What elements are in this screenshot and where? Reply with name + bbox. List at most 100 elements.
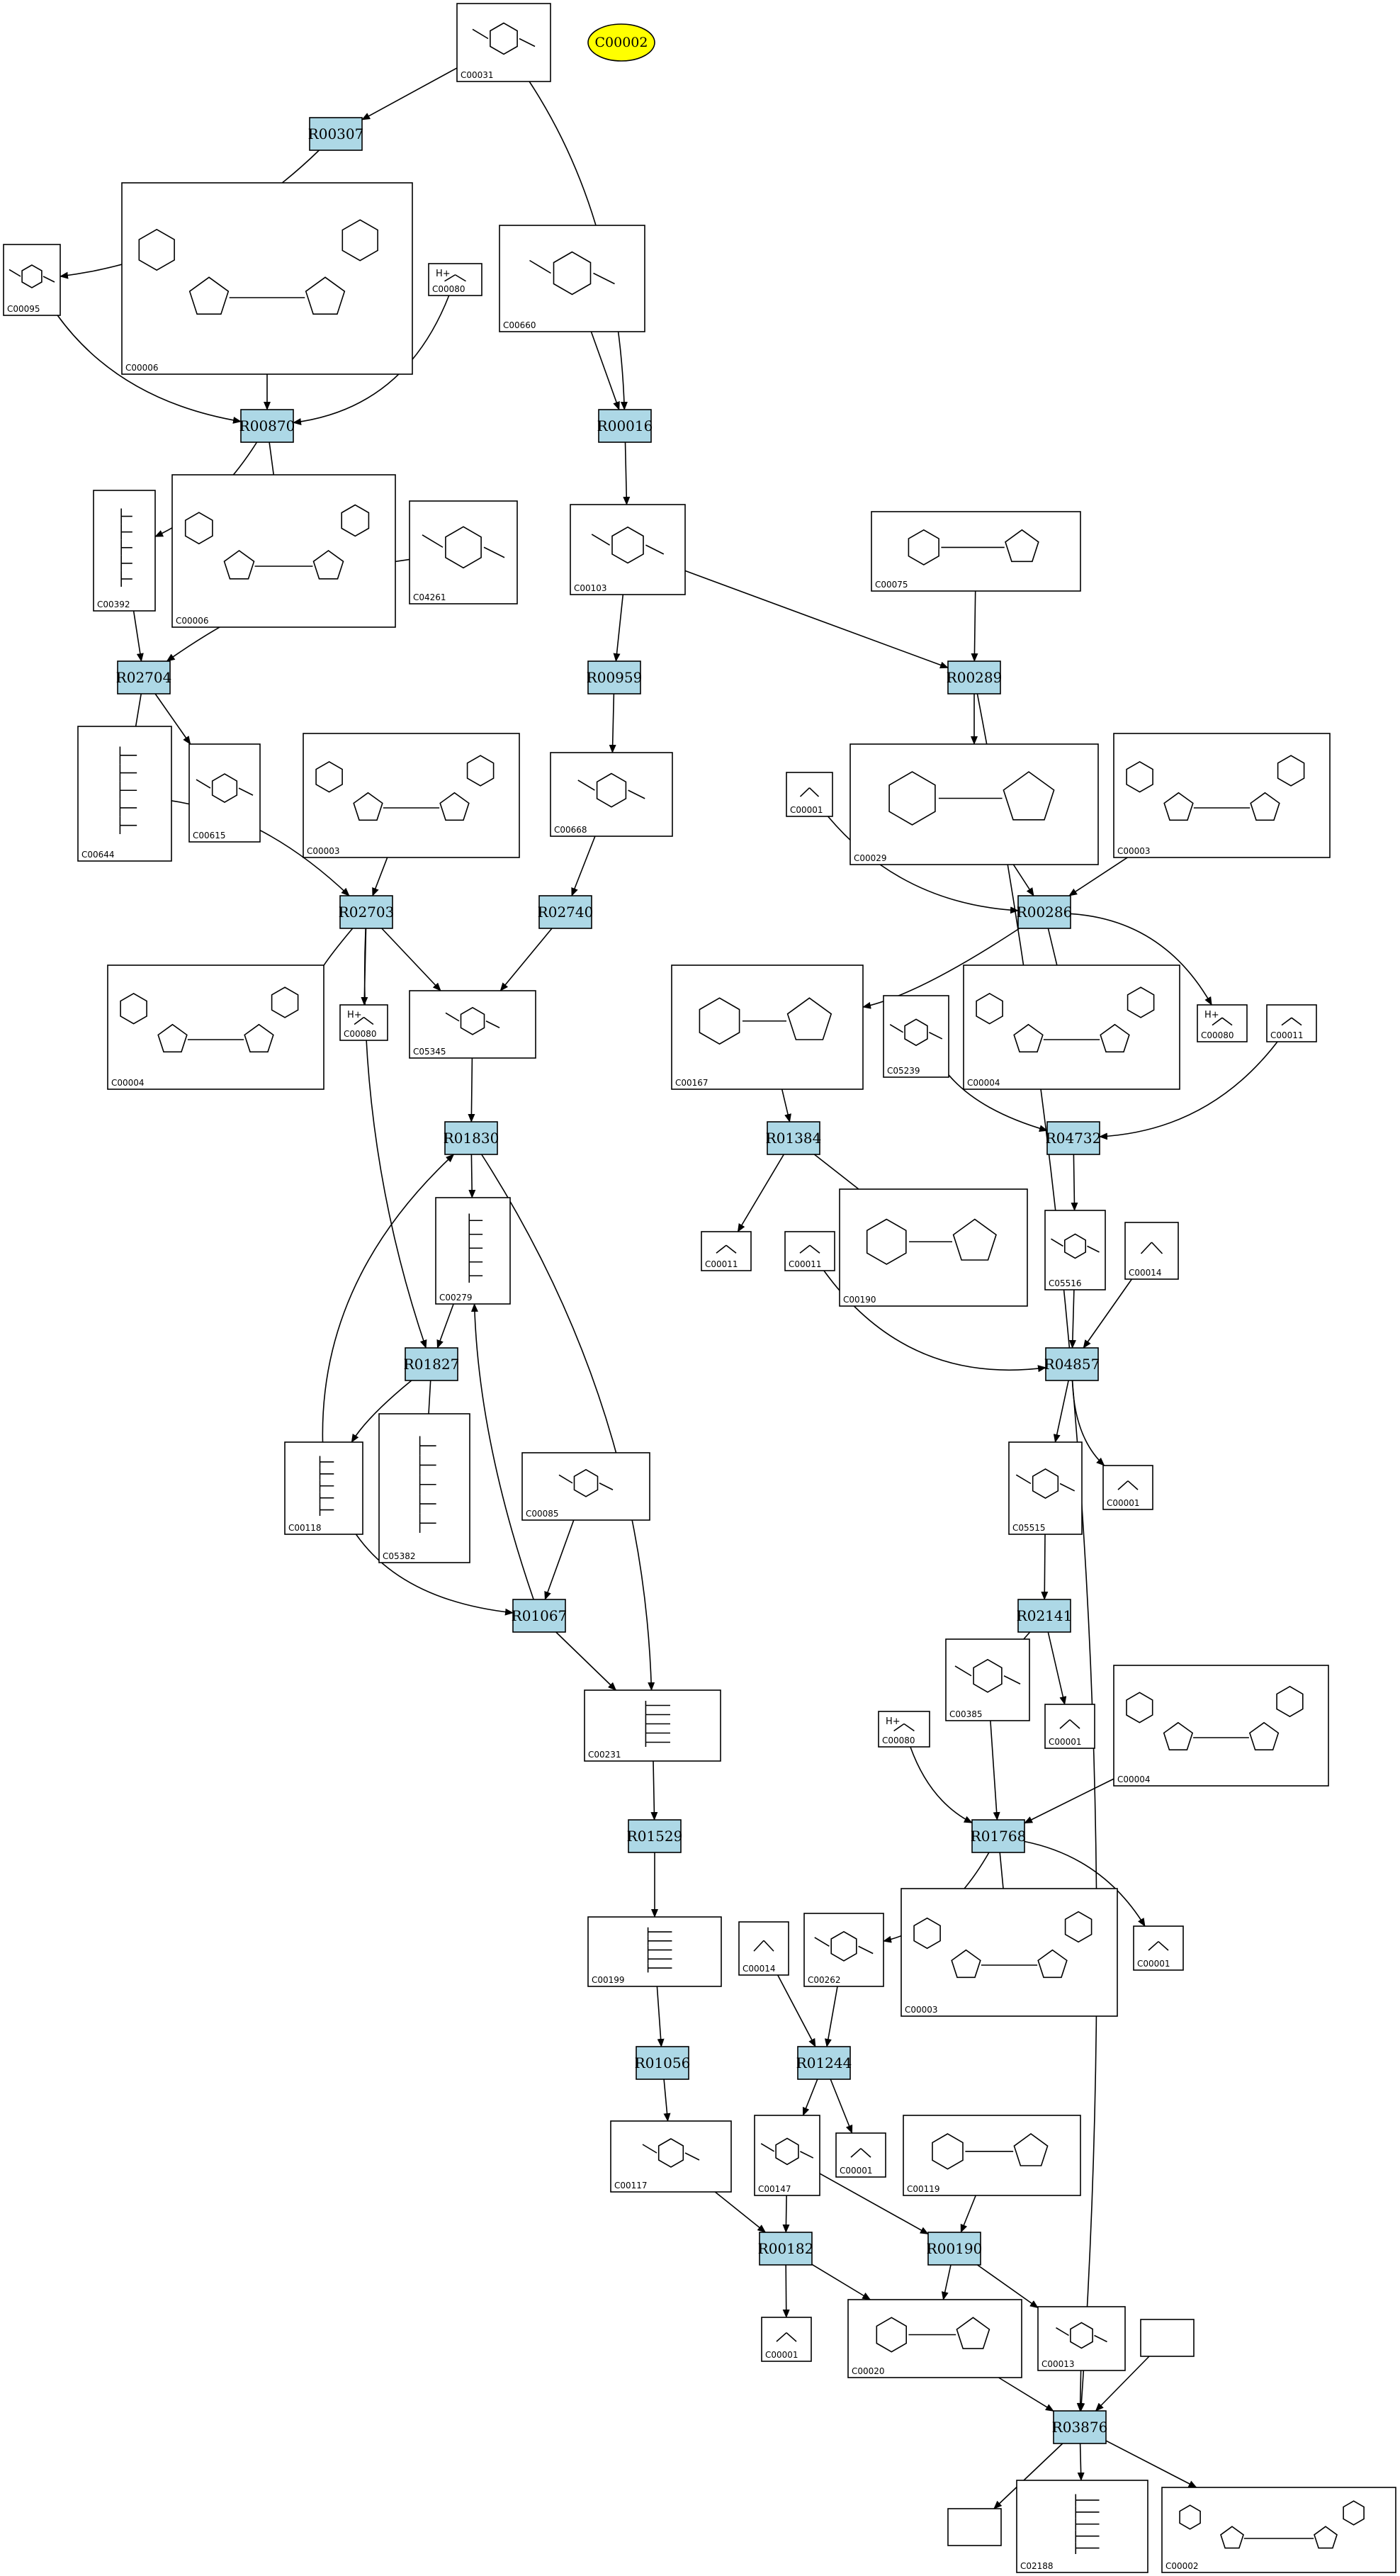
edge-R02740-C05345: [499, 928, 553, 991]
compound-C00117[interactable]: C00117: [610, 2120, 732, 2193]
compound-C00003[interactable]: C00003: [901, 1888, 1118, 2017]
reaction-R01384[interactable]: R01384: [766, 1121, 822, 1155]
compound-C05382[interactable]: C05382: [378, 1413, 470, 1563]
compound-C00085[interactable]: C00085: [521, 1452, 650, 1521]
compound-C00231[interactable]: C00231: [584, 1689, 721, 1762]
edge-blank1-R03876: [1095, 2356, 1150, 2412]
compound-C02188[interactable]: C02188: [1016, 2480, 1148, 2573]
reaction-R00959[interactable]: R00959: [587, 660, 643, 694]
highlight-label: C00002: [595, 35, 648, 50]
edge-C05345-R01830: [468, 1057, 475, 1123]
compound-C00004[interactable]: C00004: [963, 964, 1180, 1090]
compound-C00080[interactable]: H+C00080: [428, 263, 482, 296]
compound-C00002[interactable]: C00002: [1161, 2487, 1396, 2573]
compound-C00660[interactable]: C00660: [499, 225, 645, 332]
reaction-R02740[interactable]: R02740: [538, 895, 594, 929]
reaction-R00286[interactable]: R00286: [1017, 895, 1073, 929]
reaction-label: R00190: [927, 2240, 983, 2257]
edge-R00870-C00006b: [269, 441, 278, 483]
compound-C00001[interactable]: C00001: [1102, 1465, 1153, 1510]
reaction-label: R01067: [512, 1607, 568, 1624]
compound-C00001[interactable]: C00001: [1044, 1704, 1095, 1749]
reaction-label: R02703: [339, 904, 395, 921]
compound-C00080[interactable]: H+C00080: [1197, 1004, 1248, 1042]
compound-C00003[interactable]: C00003: [303, 733, 520, 858]
compound-C05515[interactable]: C05515: [1008, 1441, 1083, 1535]
compound-C00644[interactable]: C00644: [77, 726, 172, 862]
edge-R01384-C00011b: [737, 1154, 784, 1232]
compound-C00020[interactable]: C00020: [847, 2299, 1022, 2378]
compound-C00167[interactable]: C00167: [671, 964, 864, 1090]
compound-C00001[interactable]: C00001: [786, 772, 833, 817]
compound-C00003[interactable]: C00003: [1113, 733, 1331, 858]
compound-C00080[interactable]: H+C00080: [878, 1711, 930, 1748]
compound-C00006[interactable]: C00006: [171, 474, 396, 628]
compound-C00001[interactable]: C00001: [835, 2132, 886, 2178]
compound-C05239[interactable]: C05239: [883, 995, 949, 1078]
compound-C00095[interactable]: C00095: [3, 244, 61, 316]
compound-blank[interactable]: [1140, 2319, 1195, 2357]
reaction-label: R02141: [1017, 1607, 1073, 1624]
edge-C00004c-R01768: [1024, 1778, 1114, 1824]
compound-C00001[interactable]: C00001: [1133, 1925, 1184, 1971]
reaction-label: R03876: [1052, 2419, 1108, 2436]
compound-C00668[interactable]: C00668: [550, 752, 673, 837]
compound-C00392[interactable]: C00392: [93, 490, 156, 612]
highlight-ellipse[interactable]: C00002: [587, 23, 655, 62]
compound-C04261[interactable]: C04261: [409, 500, 518, 604]
reaction-R01244[interactable]: R01244: [796, 2046, 852, 2080]
compound-C00615[interactable]: C00615: [188, 743, 261, 843]
compound-C00103[interactable]: C00103: [570, 504, 686, 595]
compound-C00031[interactable]: C00031: [456, 3, 551, 82]
compound-C00385[interactable]: C00385: [945, 1638, 1030, 1721]
reaction-R04857[interactable]: R04857: [1044, 1347, 1100, 1381]
compound-box: [1266, 1004, 1317, 1042]
compound-C00014[interactable]: C00014: [738, 1921, 789, 1976]
compound-C05516[interactable]: C05516: [1044, 1210, 1106, 1290]
compound-box: [835, 2132, 886, 2178]
compound-C00199[interactable]: C00199: [587, 1916, 722, 1987]
compound-C00262[interactable]: C00262: [803, 1913, 884, 1987]
compound-C00080[interactable]: H+C00080: [339, 1004, 388, 1041]
compound-C00075[interactable]: C00075: [871, 511, 1081, 592]
reaction-R00016[interactable]: R00016: [597, 409, 653, 443]
reaction-R01067[interactable]: R01067: [512, 1599, 568, 1633]
reaction-R01827[interactable]: R01827: [404, 1347, 460, 1381]
reaction-R01830[interactable]: R01830: [444, 1121, 499, 1155]
reaction-R01056[interactable]: R01056: [635, 2046, 691, 2080]
compound-C00004[interactable]: C00004: [107, 964, 324, 1090]
compound-C05345[interactable]: C05345: [409, 990, 536, 1059]
compound-C00014[interactable]: C00014: [1124, 1222, 1179, 1280]
reaction-R00870[interactable]: R00870: [239, 409, 295, 443]
compound-C00011[interactable]: C00011: [784, 1231, 835, 1271]
reaction-R00190[interactable]: R00190: [927, 2232, 983, 2266]
reaction-R01768[interactable]: R01768: [971, 1819, 1027, 1853]
compound-C00011[interactable]: C00011: [701, 1231, 752, 1271]
edge-R02703-C05345: [381, 928, 441, 991]
reaction-R03876[interactable]: R03876: [1052, 2410, 1108, 2444]
compound-C00147[interactable]: C00147: [754, 2115, 820, 2196]
compound-C00119[interactable]: C00119: [903, 2115, 1081, 2196]
compound-C00190[interactable]: C00190: [839, 1188, 1028, 1307]
compound-C00279[interactable]: C00279: [435, 1197, 511, 1305]
reaction-R02703[interactable]: R02703: [339, 895, 395, 929]
compound-C00011[interactable]: C00011: [1266, 1004, 1317, 1042]
reaction-R01529[interactable]: R01529: [627, 1819, 683, 1853]
reaction-R00289[interactable]: R00289: [947, 660, 1003, 694]
compound-C00001[interactable]: C00001: [761, 2317, 812, 2362]
compound-C00006[interactable]: C00006: [121, 182, 413, 375]
reaction-R00307[interactable]: R00307: [308, 117, 364, 151]
reaction-R02141[interactable]: R02141: [1017, 1599, 1073, 1633]
bond: [472, 28, 489, 40]
compound-C00029[interactable]: C00029: [849, 743, 1099, 865]
compound-id: C00119: [907, 2184, 940, 2194]
edge-C00392-R02704: [132, 610, 144, 662]
reaction-R00182[interactable]: R00182: [758, 2232, 814, 2266]
compound-C00013[interactable]: C00013: [1037, 2306, 1126, 2371]
compound-blank[interactable]: [947, 2508, 1002, 2546]
reaction-R02704[interactable]: R02704: [116, 660, 172, 694]
compound-C00004[interactable]: C00004: [1113, 1665, 1329, 1787]
reaction-R04732[interactable]: R04732: [1046, 1121, 1102, 1155]
compound-C00118[interactable]: C00118: [284, 1441, 363, 1535]
bond-ring: [775, 2137, 799, 2166]
